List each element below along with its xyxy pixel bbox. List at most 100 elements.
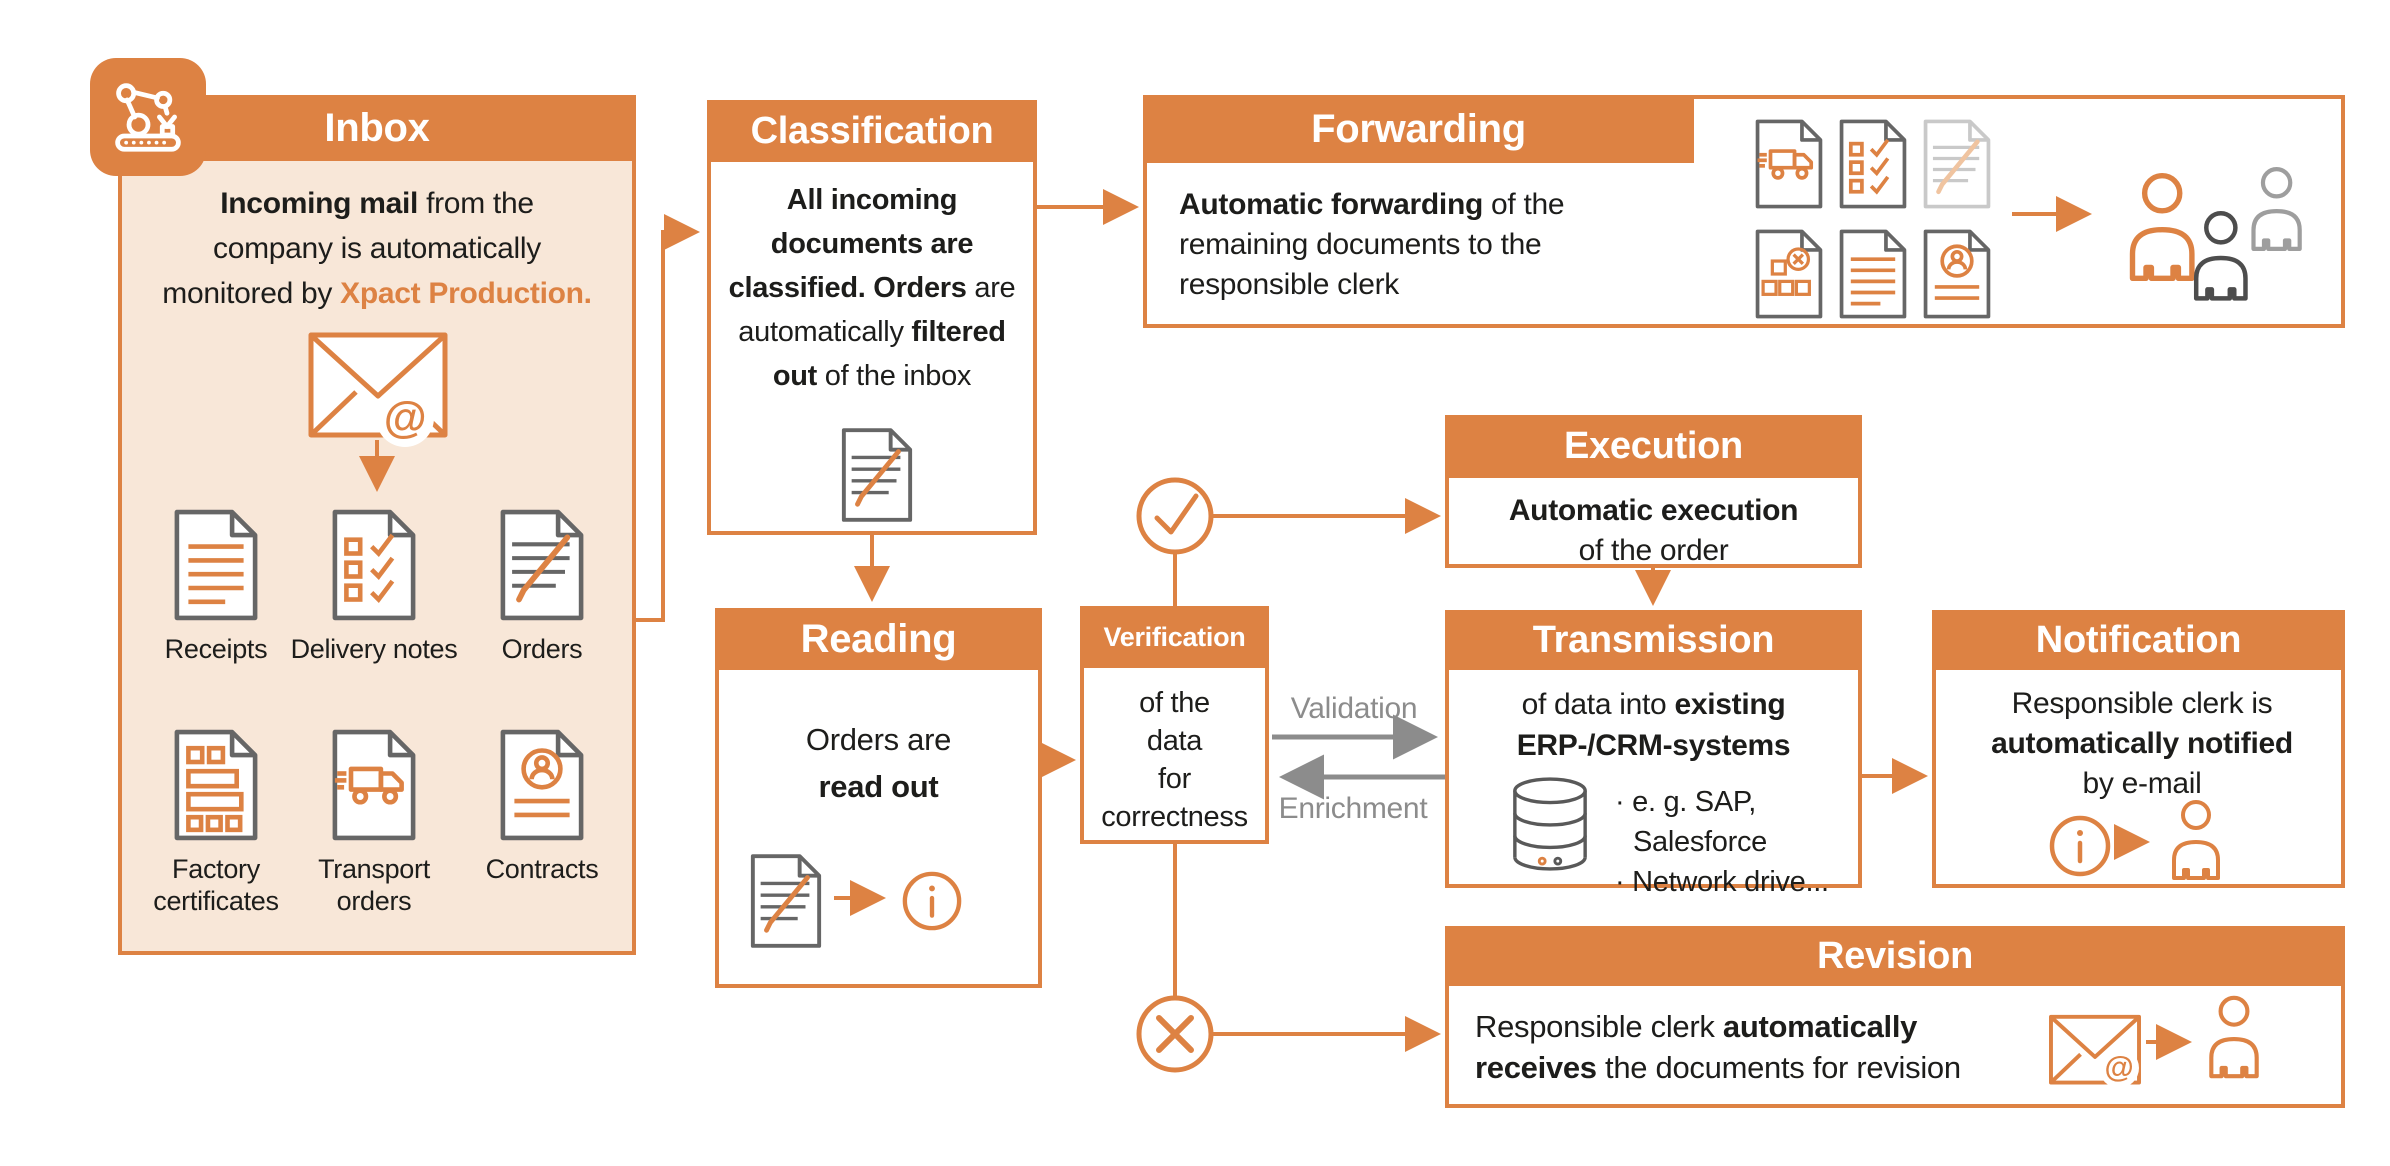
classification-desc-bold2: filtered out [772,316,1006,392]
revision-desc-end: the documents for revision [1596,1050,1961,1085]
verification-box: Verification of the data for correctness [1080,606,1269,844]
forwarding-description: Automatic forwarding of the remaining do… [1179,185,1659,305]
validation-label: Validation [1290,692,1418,725]
verification-line: for [1158,763,1191,795]
classification-title: Classification [750,109,994,152]
robot-badge [90,58,206,176]
inbox-doc-orders: Orders [454,507,630,665]
enrichment-label: Enrichment [1278,792,1428,825]
reading-header: Reading [715,608,1042,670]
transmission-title: Transmission [1532,618,1775,661]
verification-title: Verification [1103,621,1246,652]
classification-desc-end: of the inbox [817,360,972,392]
robot-arm-icon [115,83,181,152]
inbox-doc-transport-orders: Transport orders [286,727,462,917]
at-symbol: @ [2099,1048,2139,1088]
execution-box: Execution Automatic execution of the ord… [1445,415,1862,568]
classification-header: Classification [707,100,1037,162]
revision-description: Responsible clerk automatically receives… [1475,1006,2000,1088]
inbox-desc-bold: Incoming mail [220,187,419,220]
execution-desc-rest: of the order [1578,534,1729,567]
checklist-document-icon [1839,119,1907,209]
revision-title: Revision [1817,934,1973,977]
transmission-desc-bold: existing ERP-/CRM-systems [1516,688,1791,762]
forwarding-box: Forwarding Automatic forwarding of the r… [1143,95,2345,328]
revision-desc-start: Responsible clerk [1475,1009,1723,1044]
reading-box: Reading Orders are read out [715,608,1042,988]
execution-title: Execution [1564,425,1743,467]
rejected-boxes-document-icon [1755,229,1823,319]
transmission-description: of data into existing ERP-/CRM-systems [1449,684,1858,766]
factory-certificates-document-icon [174,729,258,841]
transmission-box: Transmission of data into existing ERP-/… [1445,610,1862,898]
person-icon [2172,800,2220,880]
notification-header: Notification [1932,610,2345,670]
database-icon [1513,777,1587,871]
forwarding-title: Forwarding [1311,106,1526,151]
at-symbol: @ [376,389,434,447]
verification-line: of the [1139,687,1210,719]
revision-desc-bold: automatically receives [1475,1009,1918,1085]
classification-desc-bold1: All incoming documents are classified. O… [728,184,974,304]
notification-box: Notification Responsible clerk is automa… [1932,610,2345,888]
document-pen-icon [750,854,822,948]
classification-box: Classification All incoming documents ar… [707,100,1037,535]
inbox-description: Incoming mail from the company is automa… [122,181,632,316]
notification-desc-bold: automatically notified [1991,727,2293,760]
classification-desc-mid: are automatically [738,272,1016,348]
forwarding-desc-bold: Automatic forwarding [1179,188,1484,221]
check-circle-icon [1136,477,1214,555]
notification-desc-start: Responsible clerk is [2011,687,2273,720]
reading-title: Reading [800,616,957,661]
inbox-box: Inbox Incoming mail from the company is … [118,95,636,955]
transport-orders-document-icon [332,729,416,841]
reading-desc-line2: read out [818,769,939,804]
doc-label: Contracts [485,854,599,884]
execution-header: Execution [1445,415,1862,478]
contract-document-icon [1923,229,1991,319]
brand-name: Xpact Production. [340,277,592,310]
classification-description: All incoming documents are classified. O… [711,178,1033,398]
verification-header: Verification [1080,606,1269,668]
doc-label: Transport orders [318,854,430,916]
list-item: · e. g. SAP, Salesforce [1615,786,1768,858]
reading-description: Orders are read out [719,716,1038,810]
orders-document-icon [500,509,584,621]
transmission-desc-rest: of data into [1521,688,1675,721]
info-circle-icon [902,871,962,931]
transmission-header: Transmission [1445,610,1862,670]
document-pen-icon [841,428,913,522]
doc-label: Factory certificates [153,854,279,916]
cross-circle-icon [1136,995,1214,1073]
people-group-icon [2117,159,2317,319]
inbox-doc-contracts: Contracts [454,727,630,885]
faded-orders-document-icon [1923,119,1991,209]
forwarding-desc-rest: of the remaining documents to the respon… [1179,188,1565,301]
inbox-doc-delivery-notes: Delivery notes [286,507,462,665]
inbox-desc-mid: from the company is automatically monito… [162,187,541,310]
transmission-bullet-list: · e. g. SAP, Salesforce · Network drive.… [1615,782,1861,902]
delivery-notes-document-icon [332,509,416,621]
revision-header: Revision [1445,926,2345,986]
reading-desc-line1: Orders are [805,722,952,757]
verification-line: data [1146,725,1203,757]
verification-line: correctness [1101,801,1248,833]
info-circle-icon [2049,815,2111,877]
notification-desc-end: by e-mail [2082,767,2202,800]
verification-description: of the data for correctness [1084,684,1265,836]
person-icon [2209,995,2259,1079]
receipts-document-icon [174,509,258,621]
receipt-lines-document-icon [1839,229,1907,319]
notification-title: Notification [2035,618,2242,661]
list-item: · Network drive... [1615,866,1829,898]
doc-label: Receipts [164,634,268,664]
transport-document-icon [1755,119,1823,209]
revision-box: Revision Responsible clerk automatically… [1445,926,2345,1108]
execution-desc-bold: Automatic execution [1508,494,1799,527]
notification-description: Responsible clerk is automatically notif… [1977,684,2307,804]
forwarding-header: Forwarding [1143,95,1694,163]
doc-label: Delivery notes [290,634,458,664]
contracts-document-icon [500,729,584,841]
doc-label: Orders [501,634,583,664]
